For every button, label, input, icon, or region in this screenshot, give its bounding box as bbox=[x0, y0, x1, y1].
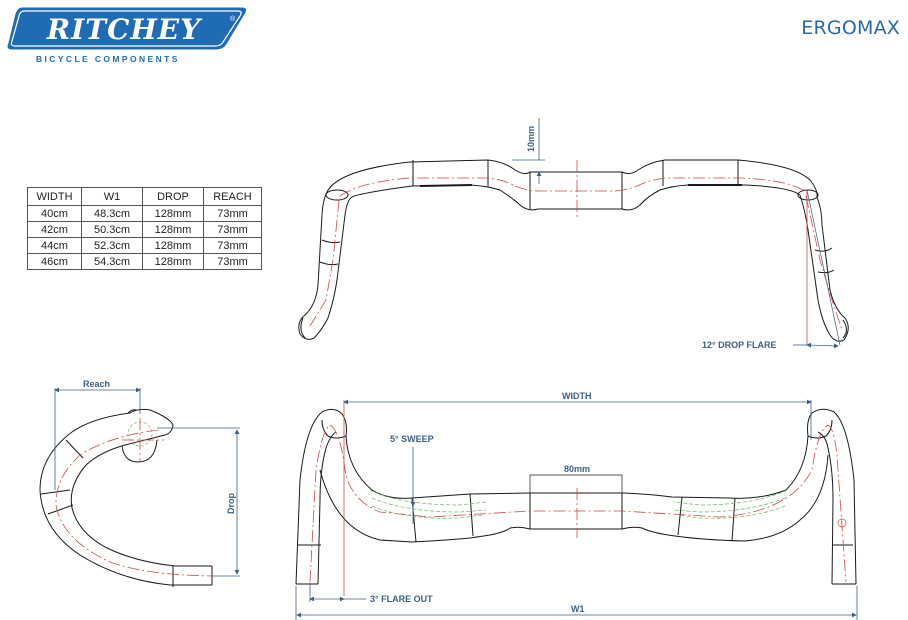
cell-drop: 128mm bbox=[142, 237, 204, 254]
table-row: 44cm 52.3cm 128mm 73mm bbox=[27, 237, 262, 254]
clamp-width-label: 80mm bbox=[564, 464, 590, 474]
ritchey-logo: RITCHEY ® BICYCLE COMPONENTS bbox=[7, 7, 247, 64]
top-view-drawing bbox=[295, 408, 857, 585]
rise-label: 10mm bbox=[526, 126, 536, 152]
brand-tagline: BICYCLE COMPONENTS bbox=[36, 54, 180, 64]
flare-out-dimension bbox=[309, 583, 366, 602]
side-view-drawing bbox=[39, 408, 213, 587]
flare-out-label: 3° FLARE OUT bbox=[370, 594, 433, 604]
width-label: WIDTH bbox=[562, 391, 592, 401]
cell-width: 44cm bbox=[27, 237, 82, 254]
cell-w1: 50.3cm bbox=[81, 221, 143, 238]
drop-dimension bbox=[157, 427, 240, 577]
table-row: 46cm 54.3cm 128mm 73mm bbox=[27, 253, 262, 270]
column-header-drop: DROP bbox=[142, 187, 204, 206]
sweep-label: 5° SWEEP bbox=[390, 434, 434, 444]
w1-label: W1 bbox=[571, 604, 585, 614]
w1-dimension bbox=[295, 586, 858, 620]
cell-reach: 73mm bbox=[203, 237, 262, 254]
clamp-width-dimension bbox=[529, 474, 623, 493]
table-row: 42cm 50.3cm 128mm 73mm bbox=[27, 221, 262, 238]
reach-dimension bbox=[54, 387, 141, 490]
brand-wordmark: RITCHEY bbox=[46, 13, 203, 46]
top-view-centerlines bbox=[309, 424, 847, 583]
drop-flare-angle-line bbox=[806, 189, 841, 346]
column-header-width: WIDTH bbox=[27, 187, 82, 206]
table-header-row: WIDTH W1 DROP REACH bbox=[27, 187, 262, 206]
hand-position-hints bbox=[369, 489, 788, 519]
column-header-reach: REACH bbox=[203, 187, 262, 206]
drop-label: Drop bbox=[226, 493, 236, 514]
side-view-centerline bbox=[55, 418, 213, 577]
reach-label: Reach bbox=[83, 379, 110, 389]
front-view-centerlines bbox=[309, 160, 843, 331]
front-view-drawing bbox=[298, 159, 849, 342]
rise-dimension bbox=[512, 118, 545, 184]
cell-reach: 73mm bbox=[203, 253, 262, 270]
drop-flare-dimension bbox=[793, 342, 839, 349]
cell-drop: 128mm bbox=[142, 221, 204, 238]
cell-reach: 73mm bbox=[203, 205, 262, 222]
registered-mark: ® bbox=[230, 15, 236, 23]
bar-clamp-circle bbox=[127, 421, 153, 447]
bar-end-marker bbox=[837, 518, 847, 528]
drop-flare-label: 12° DROP FLARE bbox=[702, 340, 776, 350]
product-title: ERGOMAX bbox=[801, 17, 900, 39]
spec-table: WIDTH W1 DROP REACH 40cm 48.3cm 128mm 73… bbox=[27, 187, 262, 270]
